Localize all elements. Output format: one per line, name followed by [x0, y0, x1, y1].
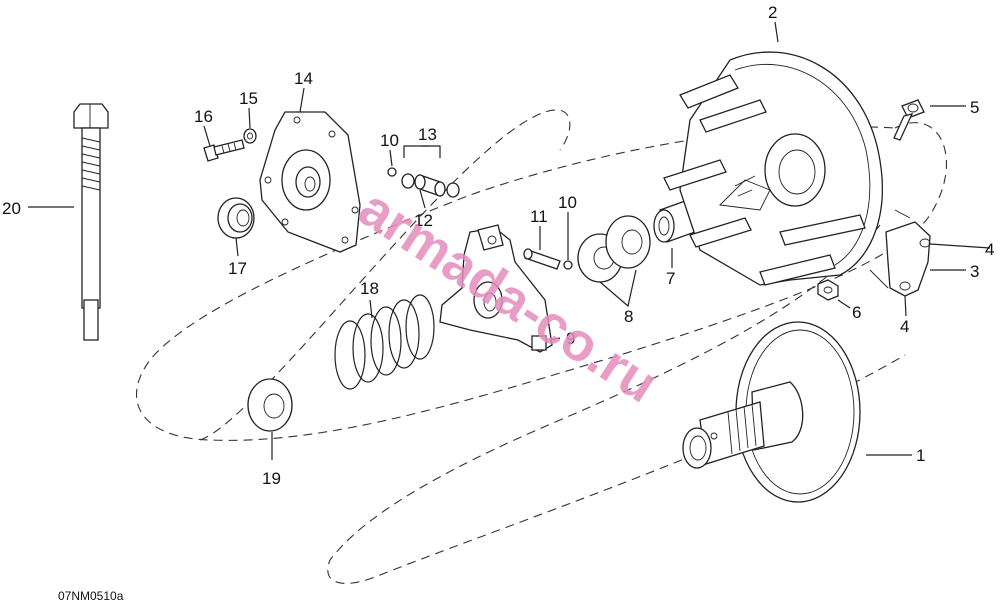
part-spider-arm-9: [439, 224, 553, 353]
callout-7: 7: [666, 269, 675, 288]
callout-20: 20: [2, 199, 21, 218]
callout-labels: 20 16 15 14 17 10 13 12 11 10 7 8 9 18 1…: [2, 3, 994, 488]
callout-18: 18: [360, 279, 379, 298]
part-cover-plate-14: [259, 111, 361, 253]
callout-13: 13: [418, 125, 437, 144]
callout-4-lower: 4: [900, 317, 909, 336]
callout-2: 2: [768, 3, 777, 22]
callout-4-upper: 4: [985, 240, 994, 259]
watermark-text: armada-co.ru: [348, 178, 668, 415]
callout-1: 1: [916, 446, 925, 465]
part-spring-18: [334, 294, 435, 390]
callout-11: 11: [530, 207, 548, 226]
callout-17: 17: [228, 259, 247, 278]
part-pin-10b: [563, 260, 573, 270]
part-sheave-1: [682, 321, 861, 503]
drawing-code: 07NM0510a: [58, 589, 124, 603]
part-screw-16: [203, 139, 245, 162]
part-nut-6: [817, 279, 839, 301]
part-washer-15: [243, 128, 257, 144]
dashed-loop-upper: [135, 122, 947, 441]
callout-5: 5: [970, 98, 979, 117]
dashed-loop-lower: [327, 224, 906, 584]
callout-8: 8: [624, 307, 633, 326]
callout-15: 15: [239, 89, 258, 108]
callout-19: 19: [262, 469, 281, 488]
callout-10-right: 10: [558, 193, 577, 212]
callout-16: 16: [194, 107, 213, 126]
part-pin-11: [523, 248, 561, 270]
part-bracket-3-4: [869, 209, 931, 297]
part-cap-screw-5: [893, 99, 925, 141]
callout-10-top: 10: [380, 131, 399, 150]
callout-3: 3: [970, 262, 979, 281]
callout-9: 9: [566, 329, 575, 348]
part-housing-2: [663, 51, 883, 286]
part-washer-19: [247, 378, 293, 432]
callout-12: 12: [414, 211, 433, 230]
callout-14: 14: [294, 69, 313, 88]
callout-6: 6: [852, 303, 861, 322]
part-washers-8: [577, 215, 651, 283]
leader-lines: [28, 21, 991, 460]
part-pin-10a: [387, 167, 397, 177]
part-bushing-17: [217, 197, 255, 239]
part-group-10-12-13: [387, 167, 460, 198]
part-bolt-20: [73, 103, 109, 341]
